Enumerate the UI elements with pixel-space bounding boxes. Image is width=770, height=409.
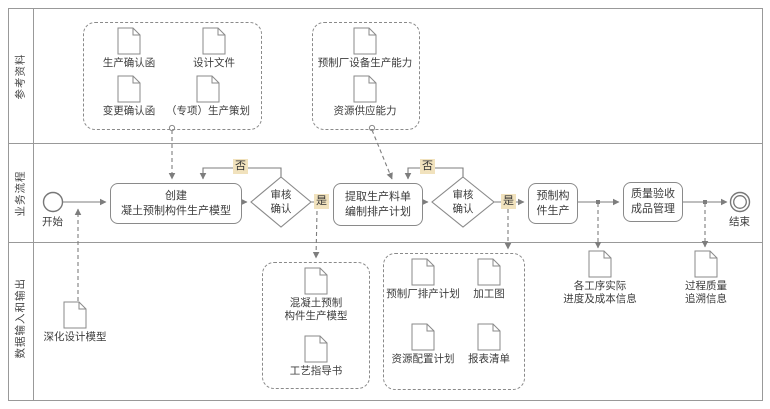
condition-no-2: 否: [420, 159, 435, 175]
document-icon: [353, 27, 377, 55]
gateway-review-2: 审核 确认: [433, 189, 493, 216]
lane-label-divider: [33, 8, 34, 400]
doc-label: 资源配置计划: [391, 353, 455, 365]
document-icon: [117, 27, 141, 55]
end-event-label: 结束: [729, 216, 750, 228]
doc-label: 追溯信息: [685, 292, 727, 305]
document-icon: [304, 267, 328, 295]
doc-label: 预制厂排产计划: [386, 288, 460, 300]
task-line: 编制排产计划: [345, 205, 411, 218]
task-line: 凝土预制构件生产模型: [121, 204, 231, 217]
output-group-2: 预制厂排产计划 加工图 资源配置计划 报表清单: [383, 253, 525, 390]
gateway-line: 审核: [452, 189, 474, 201]
document-icon: [353, 75, 377, 103]
doc-label: 报表清单: [468, 353, 510, 365]
doc-label: 变更确认函: [102, 105, 156, 117]
doc-production-confirmation: 生产确认函: [89, 27, 169, 70]
document-icon: [477, 258, 501, 286]
task-line: 件生产: [536, 204, 570, 217]
doc-plant-schedule-plan: 预制厂排产计划: [385, 258, 461, 301]
doc-label: 深化设计模型: [43, 331, 107, 343]
doc-resource-allocation-plan: 资源配置计划: [385, 323, 461, 366]
task-line: 创建: [165, 189, 187, 202]
doc-process-guide: 工艺指导书: [267, 335, 365, 378]
document-icon: [202, 27, 226, 55]
document-icon: [588, 250, 612, 278]
task-quality-acceptance: 质量验收 成品管理: [623, 182, 683, 222]
doc-label: 设计文件: [193, 57, 235, 69]
document-icon: [411, 258, 435, 286]
task-line: 提取生产料单: [345, 190, 411, 203]
doc-processing-drawing: 加工图: [456, 258, 522, 301]
document-icon: [304, 335, 328, 363]
doc-resource-supply: 资源供应能力: [315, 75, 415, 118]
doc-report-list: 报表清单: [456, 323, 522, 366]
doc-label: 过程质量: [685, 280, 727, 292]
document-icon: [411, 323, 435, 351]
reference-group-2: 预制厂设备生产能力 资源供应能力: [312, 22, 420, 130]
lane-divider-1: [8, 143, 762, 144]
pool-border: [8, 8, 763, 401]
doc-plant-capacity: 预制厂设备生产能力: [315, 27, 415, 70]
gateway-line: 确认: [270, 202, 292, 215]
task-line: 质量验收: [631, 188, 675, 201]
document-icon: [694, 250, 718, 278]
doc-change-confirmation: 变更确认函: [89, 75, 169, 118]
task-extract-material-schedule: 提取生产料单 编制排产计划: [333, 183, 423, 226]
doc-label: 加工图: [473, 288, 505, 300]
doc-design-file: 设计文件: [172, 27, 256, 70]
gateway-review-1: 审核 确认: [251, 189, 311, 216]
reference-group-1: 生产确认函 设计文件 变更确认函 （专项）生产策划: [83, 22, 262, 130]
doc-concrete-production-model: 混凝土预制 构件生产模型: [267, 267, 365, 322]
output-group-1: 混凝土预制 构件生产模型 工艺指导书: [262, 262, 370, 389]
doc-label: 混凝土预制: [289, 297, 343, 309]
task-line: 预制构: [536, 189, 570, 202]
document-icon: [477, 323, 501, 351]
doc-label: 各工序实际: [573, 280, 627, 292]
lane-label-process: 业务流程: [14, 170, 27, 217]
lane-label-reference: 参考资料: [14, 53, 27, 100]
doc-deepened-design-model: 深化设计模型: [17, 301, 133, 344]
doc-quality-traceability-info: 过程质量 追溯信息: [666, 250, 746, 305]
gateway-line: 审核: [270, 189, 292, 201]
task-component-production: 预制构 件生产: [528, 183, 578, 224]
doc-label: 进度及成本信息: [563, 292, 637, 305]
condition-yes-1: 是: [314, 194, 329, 210]
condition-yes-2: 是: [501, 194, 516, 210]
lane-divider-2: [8, 242, 762, 243]
doc-label: 预制厂设备生产能力: [317, 57, 413, 69]
task-line: 成品管理: [631, 203, 675, 215]
doc-label: 工艺指导书: [289, 365, 343, 377]
doc-label: （专项）生产策划: [166, 105, 250, 117]
doc-label: 生产确认函: [102, 57, 156, 69]
start-event-label: 开始: [42, 216, 63, 228]
document-icon: [63, 301, 87, 329]
condition-no-1: 否: [233, 159, 248, 175]
document-icon: [117, 75, 141, 103]
task-create-production-model: 创建 凝土预制构件生产模型: [110, 183, 242, 224]
doc-progress-cost-info: 各工序实际 进度及成本信息: [554, 250, 646, 305]
doc-special-production-plan: （专项）生产策划: [158, 75, 258, 118]
doc-label: 构件生产模型: [284, 309, 348, 322]
document-icon: [196, 75, 220, 103]
doc-label: 资源供应能力: [333, 105, 397, 117]
gateway-line: 确认: [452, 202, 474, 215]
